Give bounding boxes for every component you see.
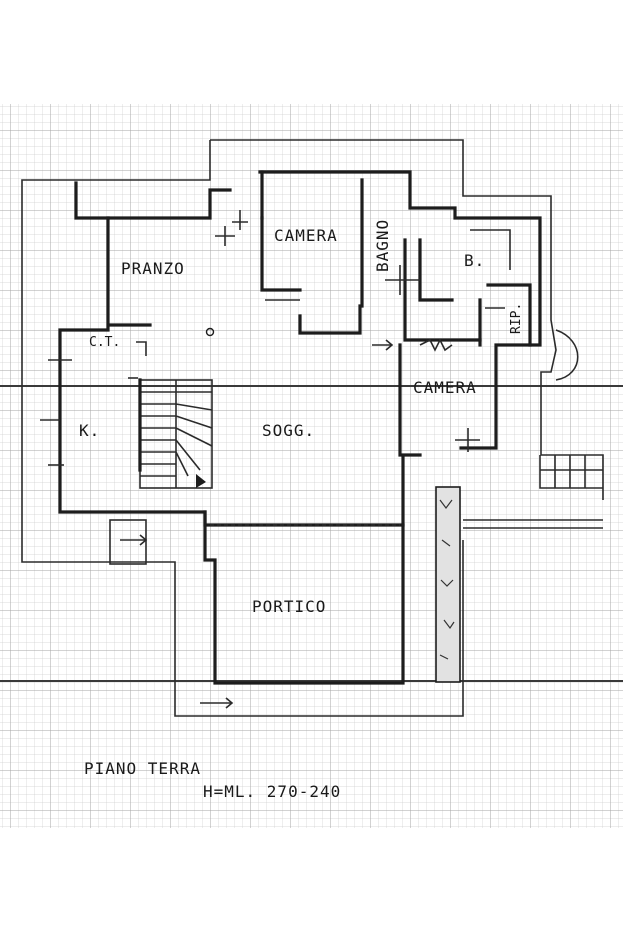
room-label-bath-small: B. — [464, 251, 485, 270]
room-label-pranzo: PRANZO — [121, 259, 185, 278]
room-label-camera-top: CAMERA — [274, 226, 338, 245]
graph-paper — [0, 104, 623, 828]
room-label-camera-right: CAMERA — [413, 378, 477, 397]
plot-boundary — [21, 139, 604, 717]
caption-height: H=ML. 270-240 — [203, 782, 341, 801]
staircase — [138, 378, 213, 489]
entrance-arrows — [109, 519, 234, 709]
caption-floor: PIANO TERRA — [84, 759, 201, 778]
room-label-soggiorno: SOGG. — [262, 421, 315, 440]
room-label-ct: C.T. — [89, 335, 120, 350]
interior-walls — [108, 178, 532, 457]
room-label-rip: RIP. — [509, 303, 524, 334]
door-marks — [40, 210, 505, 526]
terrace-steps — [463, 455, 603, 529]
exterior-walls — [58, 170, 542, 685]
room-label-kitchen: K. — [79, 421, 100, 440]
room-label-bagno: BAGNO — [373, 219, 392, 272]
planter-strip — [435, 486, 461, 683]
room-label-portico: PORTICO — [252, 597, 326, 616]
